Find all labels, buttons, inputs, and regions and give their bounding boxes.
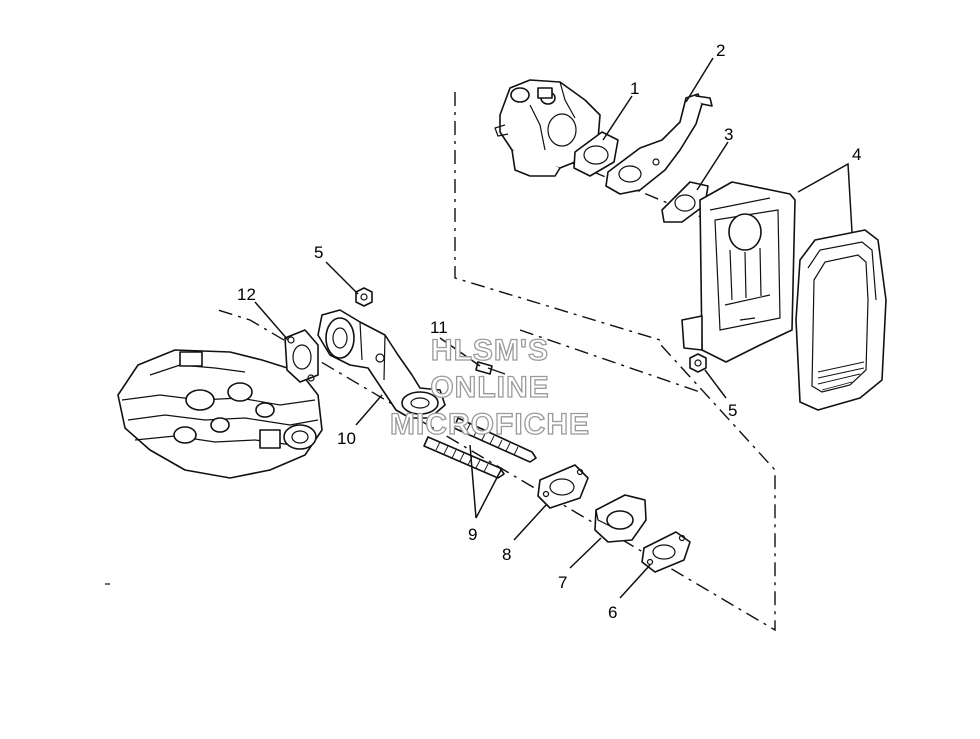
intake-elbow-10 [317,309,446,419]
callout-11: 11 [430,318,448,337]
callout-4: 4 [852,145,861,164]
spacer-7 [594,494,647,543]
studs-9 [423,417,537,479]
bracket-2 [605,93,713,195]
watermark: HLSM'S ONLINE MICROFICHE [389,333,590,441]
callout-2: 2 [716,41,725,60]
leader-lines [254,57,853,599]
callout-8: 8 [502,545,511,564]
nut-5-left [355,287,373,307]
gasket-8 [537,464,589,509]
gasket-1 [573,131,619,177]
watermark-line-2: ONLINE [430,371,549,404]
nut-5-right [689,353,707,373]
screw-11 [475,361,506,375]
watermark-line-3: MICROFICHE [390,408,590,441]
cylinder-head [117,349,323,479]
callout-6: 6 [608,603,617,622]
callout-5-right: 5 [728,401,737,420]
watermark-line-1: HLSM'S [431,334,549,367]
callout-10: 10 [337,429,356,448]
air-cleaner-base [681,181,796,363]
callout-7: 7 [558,573,567,592]
callout-9: 9 [468,525,477,544]
gasket-6 [641,531,691,573]
callout-12: 12 [237,285,256,304]
air-filter-4 [795,229,887,411]
callout-labels: 1 2 3 4 5 5 6 7 8 9 10 11 12 [237,41,861,622]
callout-1: 1 [630,79,639,98]
callout-5-left: 5 [314,243,323,262]
gasket-12 [284,329,319,383]
assembly-lines [217,92,776,632]
carburetor [494,79,601,177]
callout-3: 3 [724,125,733,144]
